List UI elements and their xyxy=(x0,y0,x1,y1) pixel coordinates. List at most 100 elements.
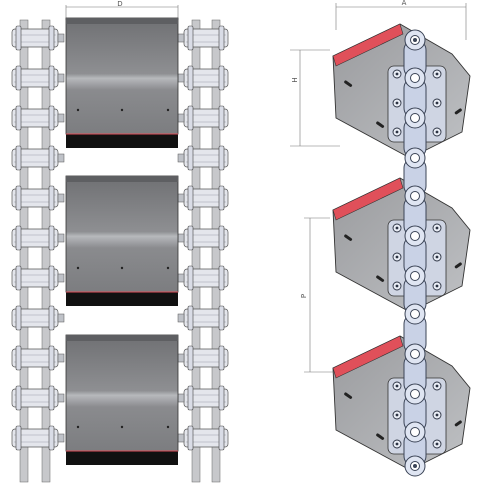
buckets-front xyxy=(65,17,179,465)
roller xyxy=(177,345,229,371)
dimension-d: D xyxy=(65,0,179,20)
dimension-a-label: A xyxy=(402,0,407,7)
bolt-center xyxy=(435,413,439,417)
roller-flange xyxy=(218,65,225,91)
roller xyxy=(177,25,229,51)
bucket-body xyxy=(65,175,179,293)
roller-flange xyxy=(48,105,55,131)
side-chain xyxy=(177,19,229,483)
roller-flange xyxy=(48,385,55,411)
roller-flange xyxy=(15,385,22,411)
rivet xyxy=(166,266,170,270)
roller-flange xyxy=(15,145,22,171)
link-plate xyxy=(41,19,51,483)
bucket-slot xyxy=(344,80,353,87)
roller xyxy=(177,105,229,131)
bucket-body xyxy=(65,334,179,452)
roller xyxy=(11,345,65,371)
roller xyxy=(177,185,229,211)
roller-flange xyxy=(218,225,225,251)
pin-end xyxy=(57,73,65,83)
bolt-center xyxy=(435,384,439,388)
roller xyxy=(11,145,65,171)
roller-flange xyxy=(187,305,194,331)
roller-flange xyxy=(48,265,55,291)
rivet xyxy=(120,108,124,112)
dimension-d-label: D xyxy=(117,0,122,8)
rivet xyxy=(120,266,124,270)
bolt-center xyxy=(395,226,399,230)
bucket-side xyxy=(332,177,471,313)
bolt-center xyxy=(395,72,399,76)
center-chain xyxy=(403,29,427,477)
roller xyxy=(11,185,65,211)
bucket-rim xyxy=(66,18,178,24)
pin-end xyxy=(177,73,185,83)
bucket-slot xyxy=(376,275,385,282)
roller-flange xyxy=(15,65,22,91)
roller xyxy=(177,65,229,91)
chain-pin xyxy=(410,389,420,399)
bucket-rim xyxy=(66,176,178,182)
roller xyxy=(11,105,65,131)
pin-end xyxy=(57,313,65,323)
bolt-center xyxy=(395,130,399,134)
bolt-center xyxy=(435,226,439,230)
bucket-lip xyxy=(332,177,404,221)
chain-pin-dot xyxy=(413,464,417,468)
rivet xyxy=(166,425,170,429)
dimension-a: A xyxy=(335,0,467,40)
buckets-side xyxy=(332,23,471,471)
roller xyxy=(177,385,229,411)
roller-flange xyxy=(48,185,55,211)
roller-flange xyxy=(187,225,194,251)
roller xyxy=(177,145,229,171)
roller-flange xyxy=(187,65,194,91)
roller xyxy=(11,25,65,51)
bucket-slot xyxy=(376,433,385,440)
roller-flange xyxy=(218,345,225,371)
pin-end xyxy=(177,193,185,203)
left-front-view: D xyxy=(11,0,229,483)
roller-flange xyxy=(48,425,55,451)
chain-pin xyxy=(410,231,420,241)
bolt-center xyxy=(395,255,399,259)
pin-end xyxy=(57,193,65,203)
bucket-lip xyxy=(332,23,404,67)
dimension-h-label: H xyxy=(291,77,299,82)
roller-flange xyxy=(218,105,225,131)
bolt-center xyxy=(435,101,439,105)
pin-end xyxy=(177,33,185,43)
bucket-slot xyxy=(344,234,353,241)
pin-end xyxy=(57,113,65,123)
roller-flange xyxy=(187,265,194,291)
roller-flange xyxy=(218,25,225,51)
chain-pin-dot xyxy=(413,38,417,42)
roller-flange xyxy=(187,185,194,211)
bucket-slot xyxy=(376,121,385,128)
side-chain xyxy=(11,19,65,483)
dimension-h: H xyxy=(290,49,340,147)
chain-pin xyxy=(410,191,420,201)
bucket-bottom-band xyxy=(66,451,178,465)
link-plate xyxy=(191,19,201,483)
bolt-center xyxy=(395,101,399,105)
roller-flange xyxy=(48,145,55,171)
bucket-side xyxy=(332,23,471,159)
bolt-center xyxy=(435,130,439,134)
roller-flange xyxy=(48,65,55,91)
pin-end xyxy=(177,353,185,363)
rivet xyxy=(76,266,80,270)
bucket-front xyxy=(65,334,179,465)
pin-end xyxy=(57,393,65,403)
roller-flange xyxy=(187,345,194,371)
roller-flange xyxy=(48,305,55,331)
bucket-slot xyxy=(454,108,462,115)
roller-flange xyxy=(15,225,22,251)
roller xyxy=(177,225,229,251)
bucket-body xyxy=(65,17,179,135)
bucket-front xyxy=(65,17,179,148)
roller xyxy=(11,385,65,411)
link-plate xyxy=(211,19,221,483)
roller-flange xyxy=(218,145,225,171)
